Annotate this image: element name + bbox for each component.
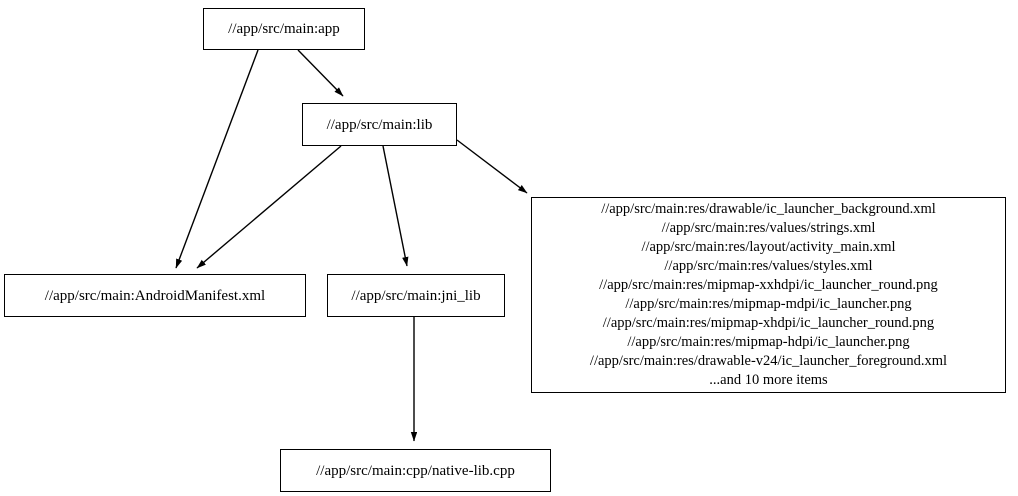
edge-lib-to-resources xyxy=(456,139,528,194)
node-app-label: //app/src/main:app xyxy=(228,21,340,37)
node-jni-lib[interactable]: //app/src/main:jni_lib xyxy=(327,274,505,317)
edge-app-to-lib xyxy=(297,49,344,97)
node-native-lib[interactable]: //app/src/main:cpp/native-lib.cpp xyxy=(280,449,551,492)
node-android-manifest[interactable]: //app/src/main:AndroidManifest.xml xyxy=(4,274,306,317)
node-jni-lib-label: //app/src/main:jni_lib xyxy=(351,287,481,304)
edge-lib-to-jni-lib xyxy=(382,145,409,267)
node-app[interactable]: //app/src/main:app xyxy=(203,8,365,50)
node-android-manifest-label: //app/src/main:AndroidManifest.xml xyxy=(44,287,266,304)
node-resources[interactable]: //app/src/main:res/drawable/ic_launcher_… xyxy=(531,197,1006,393)
node-lib[interactable]: //app/src/main:lib xyxy=(302,103,457,146)
node-native-lib-label: //app/src/main:cpp/native-lib.cpp xyxy=(316,462,515,479)
node-resources-label: //app/src/main:res/drawable/ic_launcher_… xyxy=(589,200,948,389)
node-lib-label: //app/src/main:lib xyxy=(326,116,433,133)
edge-app-to-manifest xyxy=(175,49,259,269)
edge-lib-to-manifest xyxy=(196,145,342,269)
